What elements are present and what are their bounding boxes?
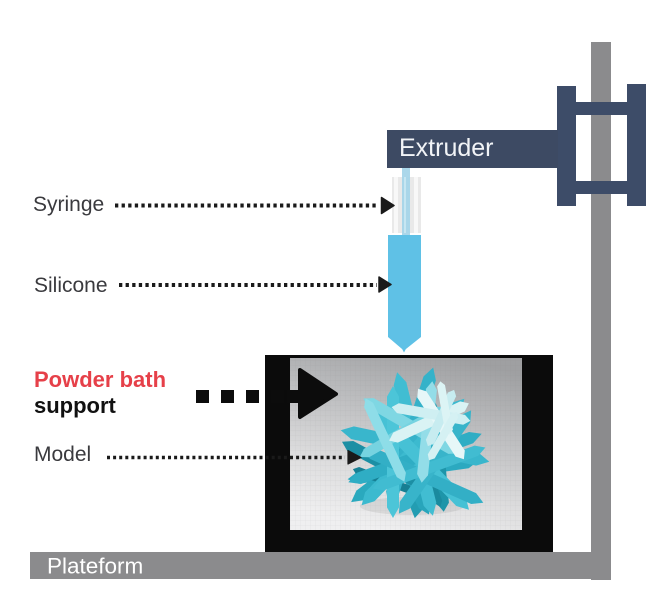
svg-text:Extruder: Extruder — [399, 134, 493, 162]
svg-text:Plateform: Plateform — [47, 554, 143, 579]
svg-text:Silicone: Silicone — [34, 274, 108, 297]
svg-text:Syringe: Syringe — [33, 193, 104, 216]
svg-text:Powder bath: Powder bath — [34, 367, 166, 392]
svg-text:Model: Model — [34, 443, 91, 466]
svg-text:support: support — [34, 393, 117, 418]
